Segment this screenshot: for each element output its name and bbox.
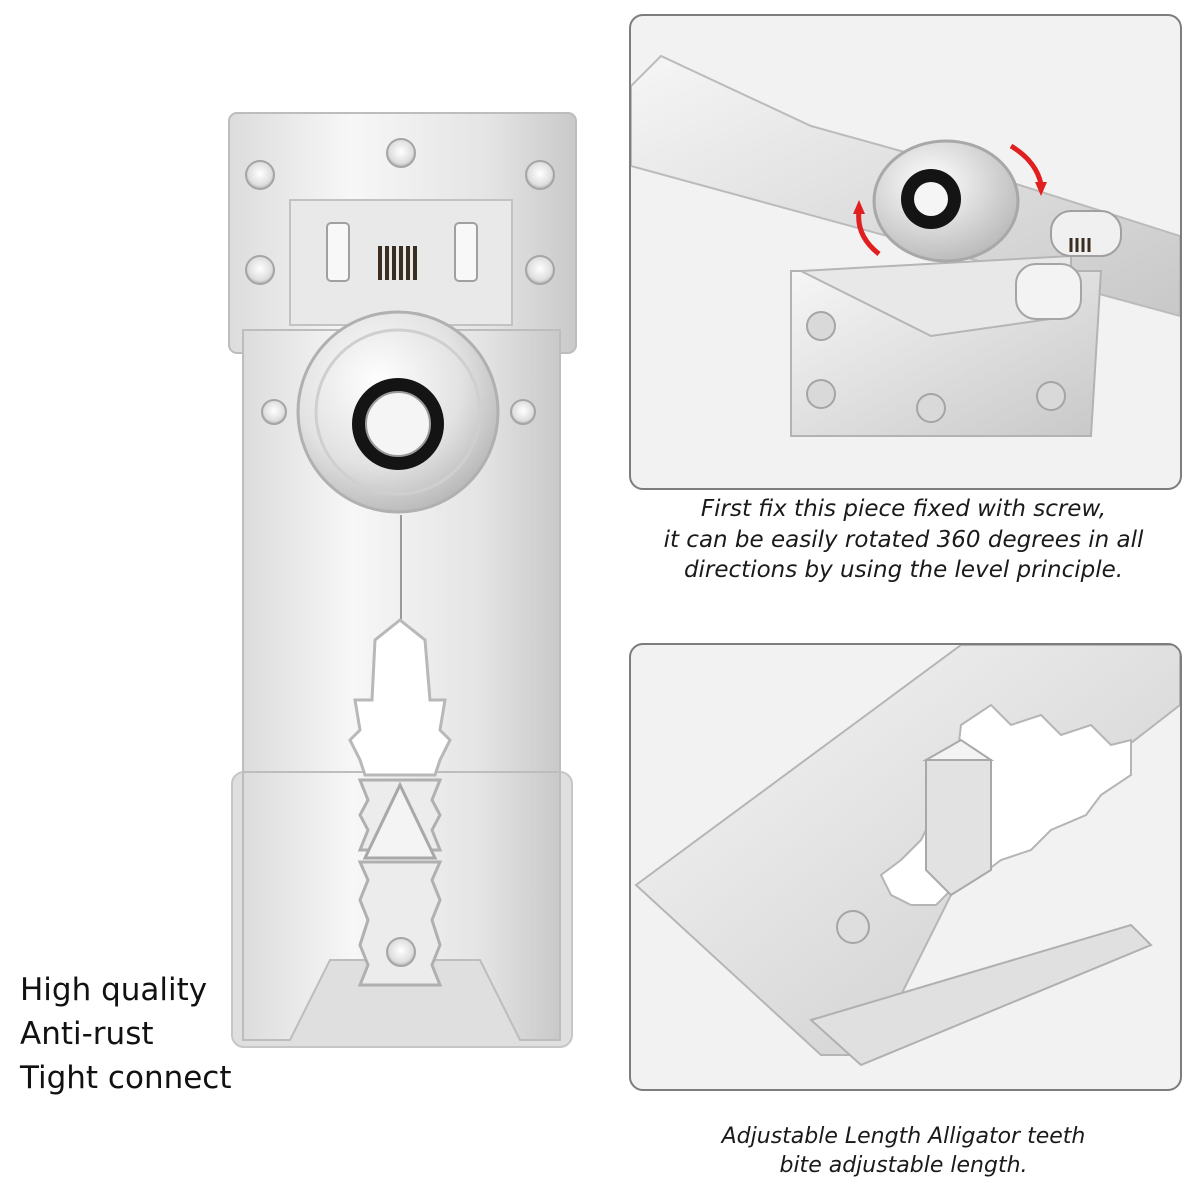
feature-item: Anti-rust (20, 1016, 154, 1052)
caption-line: directions by using the level principle. (683, 557, 1124, 584)
feature-item: Tight connect (20, 1060, 232, 1096)
rotation-detail-panel (629, 14, 1182, 490)
caption-teeth: Adjustable Length Alligator teeth bite a… (629, 1122, 1178, 1181)
spring (378, 246, 417, 280)
caption-line: it can be easily rotated 360 degrees in … (663, 526, 1144, 553)
rotation-arrow-icon (1009, 143, 1044, 185)
caption-line: First fix this piece fixed with screw, (700, 496, 1107, 522)
feature-list: High quality Anti-rust Tight connect (20, 968, 232, 1100)
hinge-main-photo (228, 112, 577, 1048)
teeth-detail-panel (629, 643, 1182, 1091)
alligator-teeth-slot (348, 618, 452, 777)
teeth-detail-photo (634, 645, 1180, 1067)
caption-line: Adjustable Length Alligator teeth (721, 1124, 1086, 1149)
rotation-detail-photo (631, 54, 1180, 437)
caption-rotation: First fix this piece fixed with screw, i… (629, 494, 1178, 586)
mounting-holes (245, 138, 555, 285)
feature-item: High quality (20, 972, 208, 1008)
caption-line: bite adjustable length. (779, 1153, 1028, 1179)
